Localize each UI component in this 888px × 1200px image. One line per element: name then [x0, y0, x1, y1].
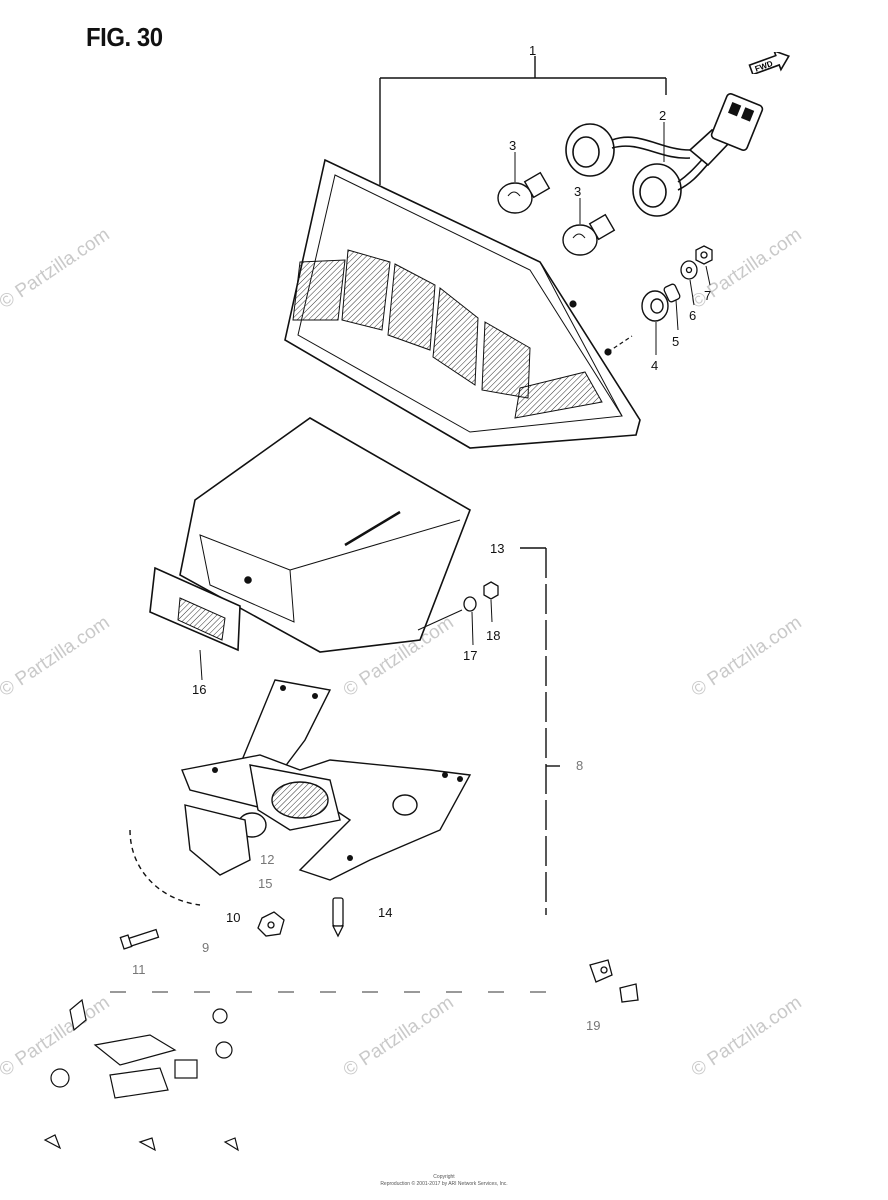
callout-4: 4	[651, 358, 658, 373]
callout-11: 11	[132, 962, 146, 977]
callout-7: 7	[704, 288, 711, 303]
callout-8: 8	[576, 758, 583, 773]
leader-lines	[199, 122, 711, 681]
callout-9: 9	[202, 940, 209, 955]
bracket-assembly-1	[379, 56, 667, 185]
forward-direction-arrow: FWD	[748, 52, 790, 74]
callout-19: 19	[586, 1018, 600, 1033]
callout-1: 1	[529, 43, 536, 58]
screw-14	[331, 897, 345, 938]
callout-17: 17	[463, 648, 477, 663]
callout-16: 16	[192, 682, 206, 697]
nut-7	[695, 245, 713, 265]
figure-title: FIG. 30	[86, 22, 163, 52]
lower-hardware-cluster	[43, 998, 239, 1152]
bracket-assembly-13	[520, 547, 560, 915]
callout-15: 15	[258, 876, 272, 891]
license-plate-bracket	[129, 679, 472, 906]
callout-13: 13	[490, 541, 504, 556]
turn-signal-bracket-19	[589, 959, 639, 1003]
copyright-line: Copyright	[433, 1174, 455, 1180]
spacer-5	[663, 283, 681, 303]
bulb-upper	[497, 171, 551, 214]
lens-mounting-stud	[569, 300, 633, 356]
callout-2: 2	[659, 108, 666, 123]
washer-6	[680, 260, 698, 280]
bulb-socket-harness	[565, 93, 764, 217]
bolt-9	[119, 928, 160, 950]
callout-18: 18	[486, 628, 500, 643]
rear-fender-cover	[179, 417, 471, 653]
callout-3-upper: 3	[509, 138, 516, 153]
license-lamp-lens	[149, 566, 241, 652]
callout-3-lower: 3	[574, 184, 581, 199]
grommet-4	[641, 290, 669, 322]
callout-12: 12	[260, 852, 274, 867]
bracket-bolt-holes	[212, 685, 463, 861]
callout-6: 6	[689, 308, 696, 323]
washer-17	[463, 596, 477, 612]
cover-fastening-guide	[417, 609, 463, 631]
tail-lamp-reflector-panels	[292, 249, 603, 419]
nut-18	[483, 581, 499, 600]
callout-5: 5	[672, 334, 679, 349]
callout-labels: 1 2 3 3 4 5 6 7 8 9 10 11 12 13 14 15 16…	[132, 43, 711, 1033]
nut-10	[257, 911, 285, 937]
reproduction-notice: Reproduction © 2001-2017 by ARI Network …	[380, 1181, 508, 1187]
callout-14: 14	[378, 905, 392, 920]
bulb-lower	[562, 213, 616, 256]
callout-10: 10	[226, 910, 240, 925]
